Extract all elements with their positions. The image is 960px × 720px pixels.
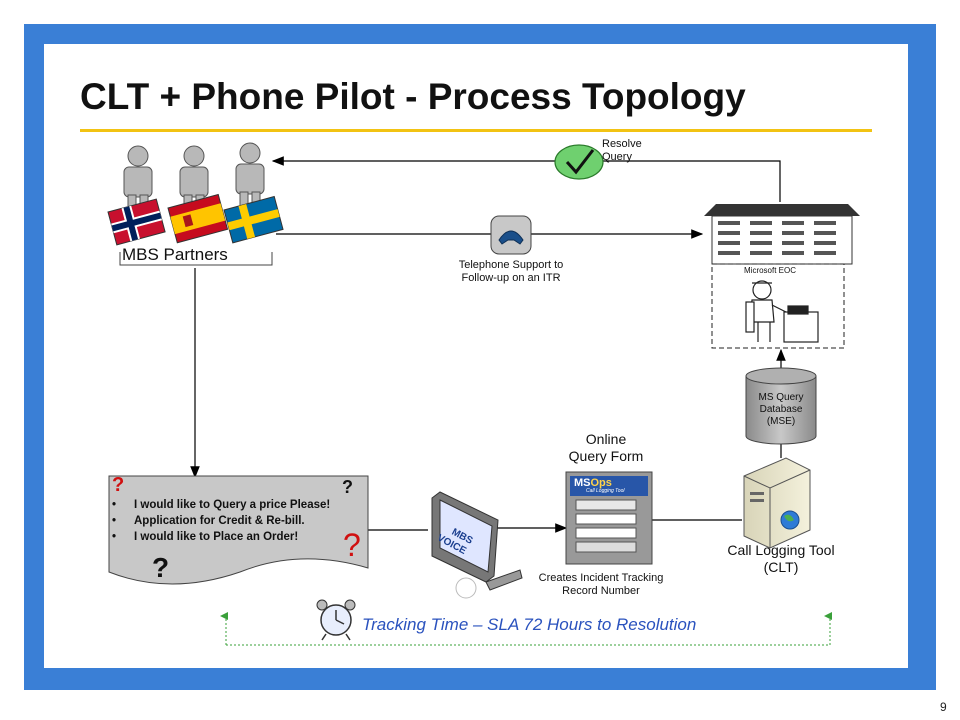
eoc-dashed-box	[711, 263, 845, 349]
database-icon	[745, 367, 817, 445]
question-mark: ?	[112, 474, 125, 496]
list-item: Application for Credit & Re-bill.	[108, 513, 330, 529]
server-icon	[743, 457, 811, 549]
page-number: 9	[940, 700, 947, 714]
telephone-line2: Follow-up on an ITR	[461, 272, 561, 284]
connector-lines	[190, 156, 786, 533]
clt-line1: Call Logging Tool	[727, 542, 835, 558]
msops-ms: MS	[574, 477, 591, 489]
norway-flag-icon	[107, 198, 166, 246]
msops-subtitle: Call Logging Tool	[586, 488, 625, 494]
telephone-label: Telephone Support to Follow-up on an ITR	[446, 259, 576, 285]
form-caption-line1: Creates Incident Tracking	[538, 572, 664, 584]
telephone-line1: Telephone Support to	[458, 259, 564, 271]
database-line3: (MSE)	[766, 416, 796, 427]
partners-bracket	[119, 252, 273, 266]
form-title-line1: Online	[585, 431, 627, 447]
tracking-label: Tracking Time – SLA 72 Hours to Resoluti…	[362, 615, 697, 634]
msops-logo: MSOps	[574, 477, 612, 489]
partners-label: MBS Partners	[122, 245, 228, 264]
query-form-window	[565, 471, 653, 565]
title-rule	[80, 129, 872, 132]
resolve-line1: Resolve	[602, 138, 642, 150]
resolve-arrow	[271, 156, 781, 202]
building-icon	[704, 204, 860, 265]
clt-label: Call Logging Tool (CLT)	[706, 542, 856, 576]
form-title-line2: Query Form	[568, 448, 644, 464]
tracking-arrows	[220, 612, 832, 646]
sweden-flag-icon	[223, 195, 284, 244]
check-icon	[554, 144, 604, 180]
resolve-line2: Query	[602, 151, 632, 163]
operator-icon	[745, 280, 819, 343]
list-item: I would like to Query a price Please!	[108, 497, 330, 513]
slide-title: CLT + Phone Pilot - Process Topology	[80, 76, 746, 117]
form-title: Online Query Form	[556, 431, 656, 465]
question-mark: ?	[342, 477, 353, 497]
list-item: I would like to Place an Order!	[108, 529, 330, 545]
telephone-icon	[490, 215, 532, 255]
form-caption: Creates Incident Tracking Record Number	[526, 572, 676, 598]
database-label: MS Query Database (MSE)	[748, 392, 814, 428]
alarm-clock-icon	[316, 599, 356, 641]
form-caption-line2: Record Number	[562, 585, 640, 597]
monitor-icon	[431, 491, 523, 599]
database-line1: MS Query	[758, 392, 804, 403]
query-list: I would like to Query a price Please! Ap…	[108, 497, 330, 545]
database-line2: Database	[759, 404, 803, 415]
spain-flag-icon	[167, 193, 229, 244]
question-mark: ?	[152, 552, 170, 583]
clt-line2: (CLT)	[763, 559, 799, 575]
eoc-label: Microsoft EOC	[744, 266, 797, 275]
question-mark: ?	[343, 527, 361, 563]
resolve-label: Resolve Query	[602, 138, 642, 164]
msops-ops: Ops	[590, 477, 612, 489]
